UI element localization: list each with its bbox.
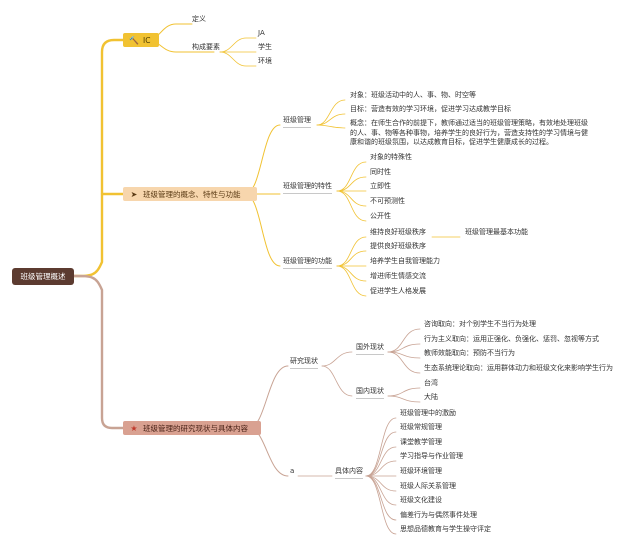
- research-status[interactable]: 研究现状: [290, 357, 318, 369]
- content-item[interactable]: 思想品德教育与学生操守评定: [400, 525, 491, 533]
- abroad-item[interactable]: 行为主义取向：运用正强化、负强化、惩罚、忽视等方式: [424, 335, 599, 343]
- mgmt-definition[interactable]: 概念：在师生合作的前提下，教师通过适当的班级管理策略，有效地处理班级的人、事、物…: [350, 119, 588, 146]
- function-item[interactable]: 维持良好班级秩序: [370, 228, 426, 236]
- abroad-item[interactable]: 生态系统理论取向：运用群体动力和班级文化来影响学生行为: [424, 364, 613, 372]
- topic-concept[interactable]: ➤ 班级管理的概念、特性与功能: [123, 187, 257, 201]
- trait-item[interactable]: 同时性: [370, 168, 391, 176]
- topic-research[interactable]: ★ 班级管理的研究现状与具体内容: [123, 421, 261, 435]
- trait-item[interactable]: 不可预测性: [370, 197, 405, 205]
- mgmt-object[interactable]: 对象：班级活动中的人、事、物、时空等: [350, 91, 476, 99]
- ic-element-item[interactable]: 环境: [258, 57, 272, 65]
- status-domestic[interactable]: 国内现状: [356, 387, 384, 399]
- root-label: 班级管理概述: [20, 272, 66, 281]
- trait-item[interactable]: 对象的特殊性: [370, 153, 412, 161]
- function-item[interactable]: 增进师生情感交流: [370, 272, 426, 280]
- concept-functions[interactable]: 班级管理的功能: [283, 257, 332, 269]
- topic-concept-label: 班级管理的概念、特性与功能: [143, 189, 241, 199]
- content-item[interactable]: 学习指导与作业管理: [400, 452, 463, 460]
- paper-plane-icon: ➤: [130, 189, 138, 199]
- content-item[interactable]: 班级文化建设: [400, 496, 442, 504]
- concept-traits[interactable]: 班级管理的特性: [283, 182, 332, 194]
- ic-element-item[interactable]: 学生: [258, 43, 272, 51]
- function-item[interactable]: 培养学生自我管理能力: [370, 257, 440, 265]
- research-content[interactable]: 具体内容: [335, 467, 363, 479]
- abroad-item[interactable]: 咨询取向：对个别学生不当行为处理: [424, 320, 536, 328]
- root-node[interactable]: 班级管理概述: [12, 268, 74, 285]
- function-item[interactable]: 提供良好班级秩序: [370, 242, 426, 250]
- star-icon: ★: [130, 423, 138, 433]
- content-item[interactable]: 班级人际关系管理: [400, 482, 456, 490]
- content-item[interactable]: 班级环境管理: [400, 467, 442, 475]
- content-item[interactable]: 班级管理中的激励: [400, 409, 456, 417]
- topic-ic-label: IC: [143, 35, 151, 45]
- trait-item[interactable]: 立即性: [370, 182, 391, 190]
- topic-research-label: 班级管理的研究现状与具体内容: [143, 423, 248, 433]
- function-note[interactable]: 班级管理最基本功能: [465, 228, 528, 236]
- domestic-item[interactable]: 大陆: [424, 393, 438, 401]
- content-item[interactable]: 偏差行为与偶然事件处理: [400, 511, 477, 519]
- trait-item[interactable]: 公开性: [370, 212, 391, 220]
- ic-element-item[interactable]: JA: [258, 29, 265, 37]
- ic-elements[interactable]: 构成要素: [192, 43, 220, 51]
- content-item[interactable]: 班级常规管理: [400, 423, 442, 431]
- hammer-icon: 🔨: [129, 35, 139, 45]
- research-a[interactable]: a: [290, 467, 295, 475]
- ic-definition[interactable]: 定义: [192, 15, 206, 23]
- status-abroad[interactable]: 国外现状: [356, 343, 384, 355]
- abroad-item[interactable]: 教师效能取向：预防不当行为: [424, 349, 515, 357]
- topic-ic[interactable]: 🔨 IC: [123, 33, 159, 47]
- domestic-item[interactable]: 台湾: [424, 379, 438, 387]
- function-item[interactable]: 促进学生人格发展: [370, 287, 426, 295]
- mgmt-goal[interactable]: 目标：营造有效的学习环境，促进学习达成教学目标: [350, 105, 511, 113]
- concept-mgmt[interactable]: 班级管理: [283, 116, 311, 128]
- content-item[interactable]: 课堂教学管理: [400, 438, 442, 446]
